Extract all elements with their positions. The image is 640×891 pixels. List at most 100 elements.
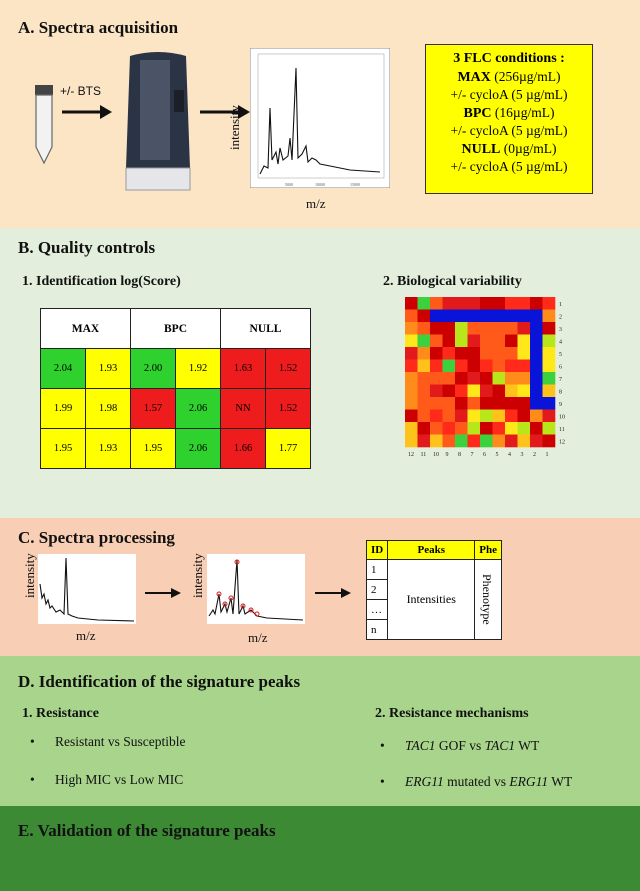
heatmap-row-label: 11 <box>559 427 565 433</box>
processing-ylabel-1: intensity <box>22 553 37 598</box>
heatmap-cell <box>442 422 456 435</box>
panel-a-title: A. Spectra acquisition <box>18 18 179 37</box>
heatmap-col-label: 1 <box>546 452 549 458</box>
gene-name: ERG11 <box>509 774 549 789</box>
mass-spectrometer-icon <box>125 52 191 191</box>
heatmap-cell <box>442 297 456 310</box>
heatmap-cell <box>455 422 468 435</box>
heatmap-cell <box>492 359 506 373</box>
score-cell: 1.57 <box>130 388 176 429</box>
spectrum-xlabel: m/z <box>306 196 326 211</box>
panel-d-title: D. Identification of the signature peaks <box>18 672 301 691</box>
heatmap-cell <box>530 434 543 448</box>
heatmap-cell <box>417 434 431 448</box>
heatmap-cell <box>455 409 468 423</box>
heatmap-cell <box>542 409 556 423</box>
heatmap-cell <box>480 359 493 373</box>
heatmap-col-label: 4 <box>508 452 511 458</box>
score-cell: 2.04 <box>40 348 86 389</box>
heatmap-cell <box>505 422 518 435</box>
heatmap-cell <box>517 334 531 348</box>
heatmap-row-label: 1 <box>559 302 562 308</box>
bullet-text: WT <box>515 738 540 753</box>
heatmap-cell <box>492 372 506 385</box>
heatmap-cell <box>530 359 543 373</box>
arrow-icon <box>200 105 250 119</box>
heatmap-cell <box>517 422 531 435</box>
heatmap-cell <box>492 397 506 410</box>
heatmap-cell <box>467 397 481 410</box>
score-cell: 1.66 <box>220 428 266 469</box>
heatmap-cell <box>467 372 481 385</box>
heatmap-cell <box>480 347 493 360</box>
panel-signature-peaks: D. Identification of the signature peaks… <box>0 656 640 806</box>
heatmap-cell <box>455 322 468 335</box>
heatmap-cell <box>542 384 556 398</box>
heatmap-cell <box>442 334 456 348</box>
heatmap-cell <box>492 309 506 323</box>
svg-text:15000: 15000 <box>350 182 360 187</box>
heatmap-row-label: 3 <box>559 327 562 333</box>
heatmap-cell <box>455 347 468 360</box>
score-cell: 1.99 <box>40 388 86 429</box>
heatmap-col-label: 10 <box>433 452 439 458</box>
arrow-icon <box>315 588 351 598</box>
panel-e-title: E. Validation of the signature peaks <box>18 821 276 840</box>
arrow-icon <box>145 588 181 598</box>
feature-header-id: ID <box>365 540 389 560</box>
panel-spectra-acquisition: A. Spectra acquisition +/- BTS intensity… <box>0 0 640 228</box>
bullet-text: WT <box>548 774 573 789</box>
feature-id: n <box>365 619 389 640</box>
biological-variability-title: 2. Biological variability <box>383 274 522 289</box>
heatmap-col-label: 8 <box>458 452 461 458</box>
heatmap-cell <box>430 359 443 373</box>
heatmap-cell <box>442 397 456 410</box>
gene-name: ERG11 <box>404 774 444 789</box>
panel-validation: E. Validation of the signature peaks <box>0 806 640 891</box>
heatmap-cell <box>530 384 543 398</box>
heatmap-cell <box>517 347 531 360</box>
heatmap-cell <box>517 309 531 323</box>
heatmap-cell <box>505 309 518 323</box>
flc-bpc-conc: (16µg/mL) <box>494 104 555 120</box>
heatmap-cell <box>530 334 543 348</box>
flc-conditions-box: 3 FLC conditions : MAX (256µg/mL) +/- cy… <box>425 44 593 194</box>
heatmap-cell <box>417 409 431 423</box>
heatmap-col-label: 5 <box>496 452 499 458</box>
score-cell: 1.93 <box>85 428 131 469</box>
score-cell: 2.00 <box>130 348 176 389</box>
heatmap-cell <box>480 409 493 423</box>
score-cell: 1.52 <box>265 388 311 429</box>
score-cell: 1.95 <box>130 428 176 469</box>
heatmap-cell <box>542 309 556 323</box>
feature-id: … <box>365 599 389 620</box>
heatmap-cell <box>530 422 543 435</box>
peak-picked-spectrum-plot <box>207 554 305 624</box>
heatmap-cell <box>417 334 431 348</box>
flc-cyclo-2: +/- cycloA (5 µg/mL) <box>450 123 568 138</box>
heatmap-row-label: 7 <box>559 377 562 383</box>
feature-id: 2 <box>365 579 389 600</box>
heatmap-cell <box>517 434 531 448</box>
heatmap-col-label: 6 <box>483 452 486 458</box>
panel-quality-controls: B. Quality controls 1. Identification lo… <box>0 228 640 518</box>
heatmap-cell <box>455 397 468 410</box>
heatmap-col-label: 7 <box>471 452 474 458</box>
score-cell: NN <box>220 388 266 429</box>
heatmap-cell <box>405 334 418 348</box>
heatmap-cell <box>505 359 518 373</box>
test-tube-icon <box>35 85 53 165</box>
heatmap-cell <box>492 409 506 423</box>
heatmap-cell <box>430 297 443 310</box>
flc-max-conc: (256µg/mL) <box>494 68 561 84</box>
heatmap-cell <box>530 347 543 360</box>
heatmap-cell <box>480 434 493 448</box>
heatmap-cell <box>492 422 506 435</box>
heatmap-cell <box>542 334 556 348</box>
feature-header-peaks: Peaks <box>387 540 476 560</box>
score-header-bpc: BPC <box>130 308 221 349</box>
heatmap-cell <box>442 359 456 373</box>
heatmap-cell <box>480 372 493 385</box>
